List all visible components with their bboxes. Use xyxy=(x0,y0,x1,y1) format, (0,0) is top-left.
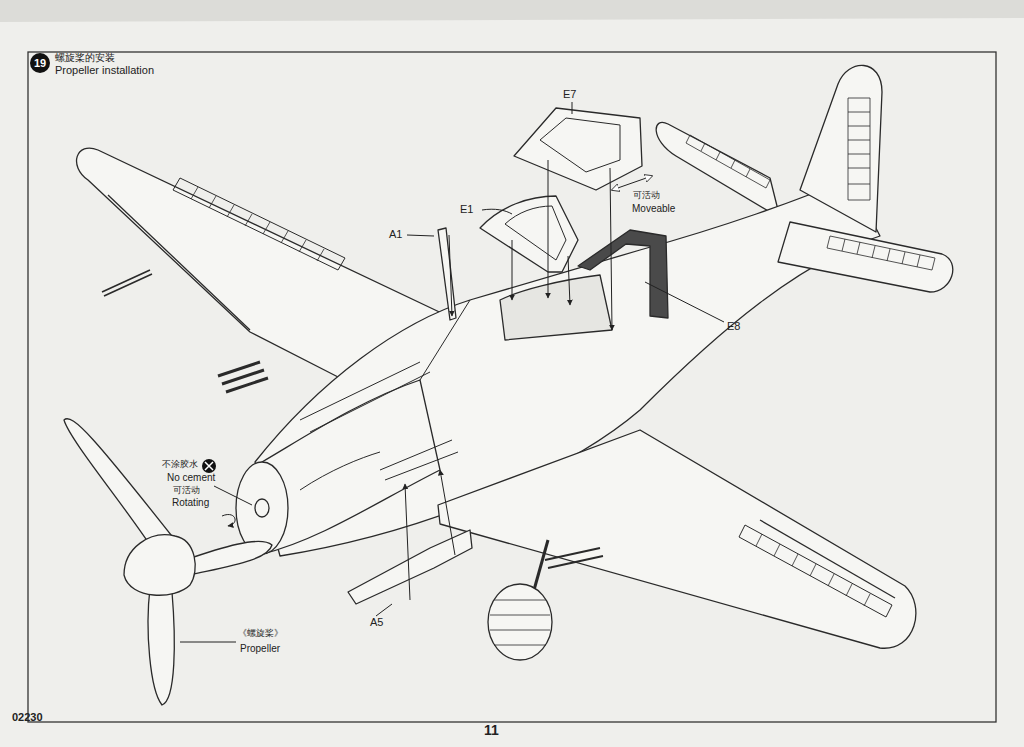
paper-page xyxy=(0,18,1024,747)
note-chinese: 可活动 xyxy=(173,485,200,495)
aileron-line xyxy=(108,195,250,330)
aircraft xyxy=(64,65,953,705)
slat-divisions xyxy=(191,187,324,261)
step-number: 19 xyxy=(34,57,46,70)
canopy-e7 xyxy=(514,108,642,190)
note: Rotating xyxy=(172,497,209,509)
step-title: Propeller installation xyxy=(55,64,154,77)
part-name-chinese: 《螺旋桨》 xyxy=(238,628,283,638)
windscreen-e1 xyxy=(480,196,578,272)
step-title-chinese: 螺旋桨的安装 xyxy=(55,52,115,64)
no-cement-icon xyxy=(205,462,213,470)
wheel xyxy=(488,584,552,660)
slat-strip xyxy=(173,178,345,270)
no-cement-icon xyxy=(202,459,216,473)
page-frame xyxy=(28,52,996,722)
propeller-blade xyxy=(185,541,272,575)
cowl-guns xyxy=(218,362,268,392)
wing-gun xyxy=(102,270,152,296)
note: No cement xyxy=(167,472,215,484)
part-number: A5 xyxy=(370,616,383,629)
part-number: E7 xyxy=(563,88,576,101)
cowl-ring xyxy=(236,462,288,554)
part-number: E1 xyxy=(460,203,473,216)
spinner xyxy=(124,535,195,595)
slat-strip xyxy=(739,525,892,617)
wing-gun xyxy=(545,548,603,568)
vertical-fin xyxy=(800,65,882,232)
step-circle xyxy=(30,53,50,73)
canopy-frame-e8 xyxy=(578,230,668,318)
leader-lines xyxy=(180,102,724,642)
propeller-blade xyxy=(64,419,175,545)
note: Moveable xyxy=(632,203,675,215)
part-number: E8 xyxy=(727,320,740,333)
cowling xyxy=(262,380,440,554)
page-number: 11 xyxy=(484,722,499,738)
part-name: Propeller xyxy=(240,643,280,655)
prop-shaft-hole xyxy=(255,499,269,517)
kit-number: 02230 xyxy=(12,711,43,724)
note-chinese: 不涂胶水 xyxy=(162,459,198,469)
propeller-blade xyxy=(148,588,174,705)
note-chinese: 可活动 xyxy=(633,190,660,200)
part-number: A1 xyxy=(389,228,402,241)
antenna-mast-a1 xyxy=(438,228,456,320)
right-stabilizer xyxy=(778,222,953,292)
cockpit xyxy=(500,275,612,340)
